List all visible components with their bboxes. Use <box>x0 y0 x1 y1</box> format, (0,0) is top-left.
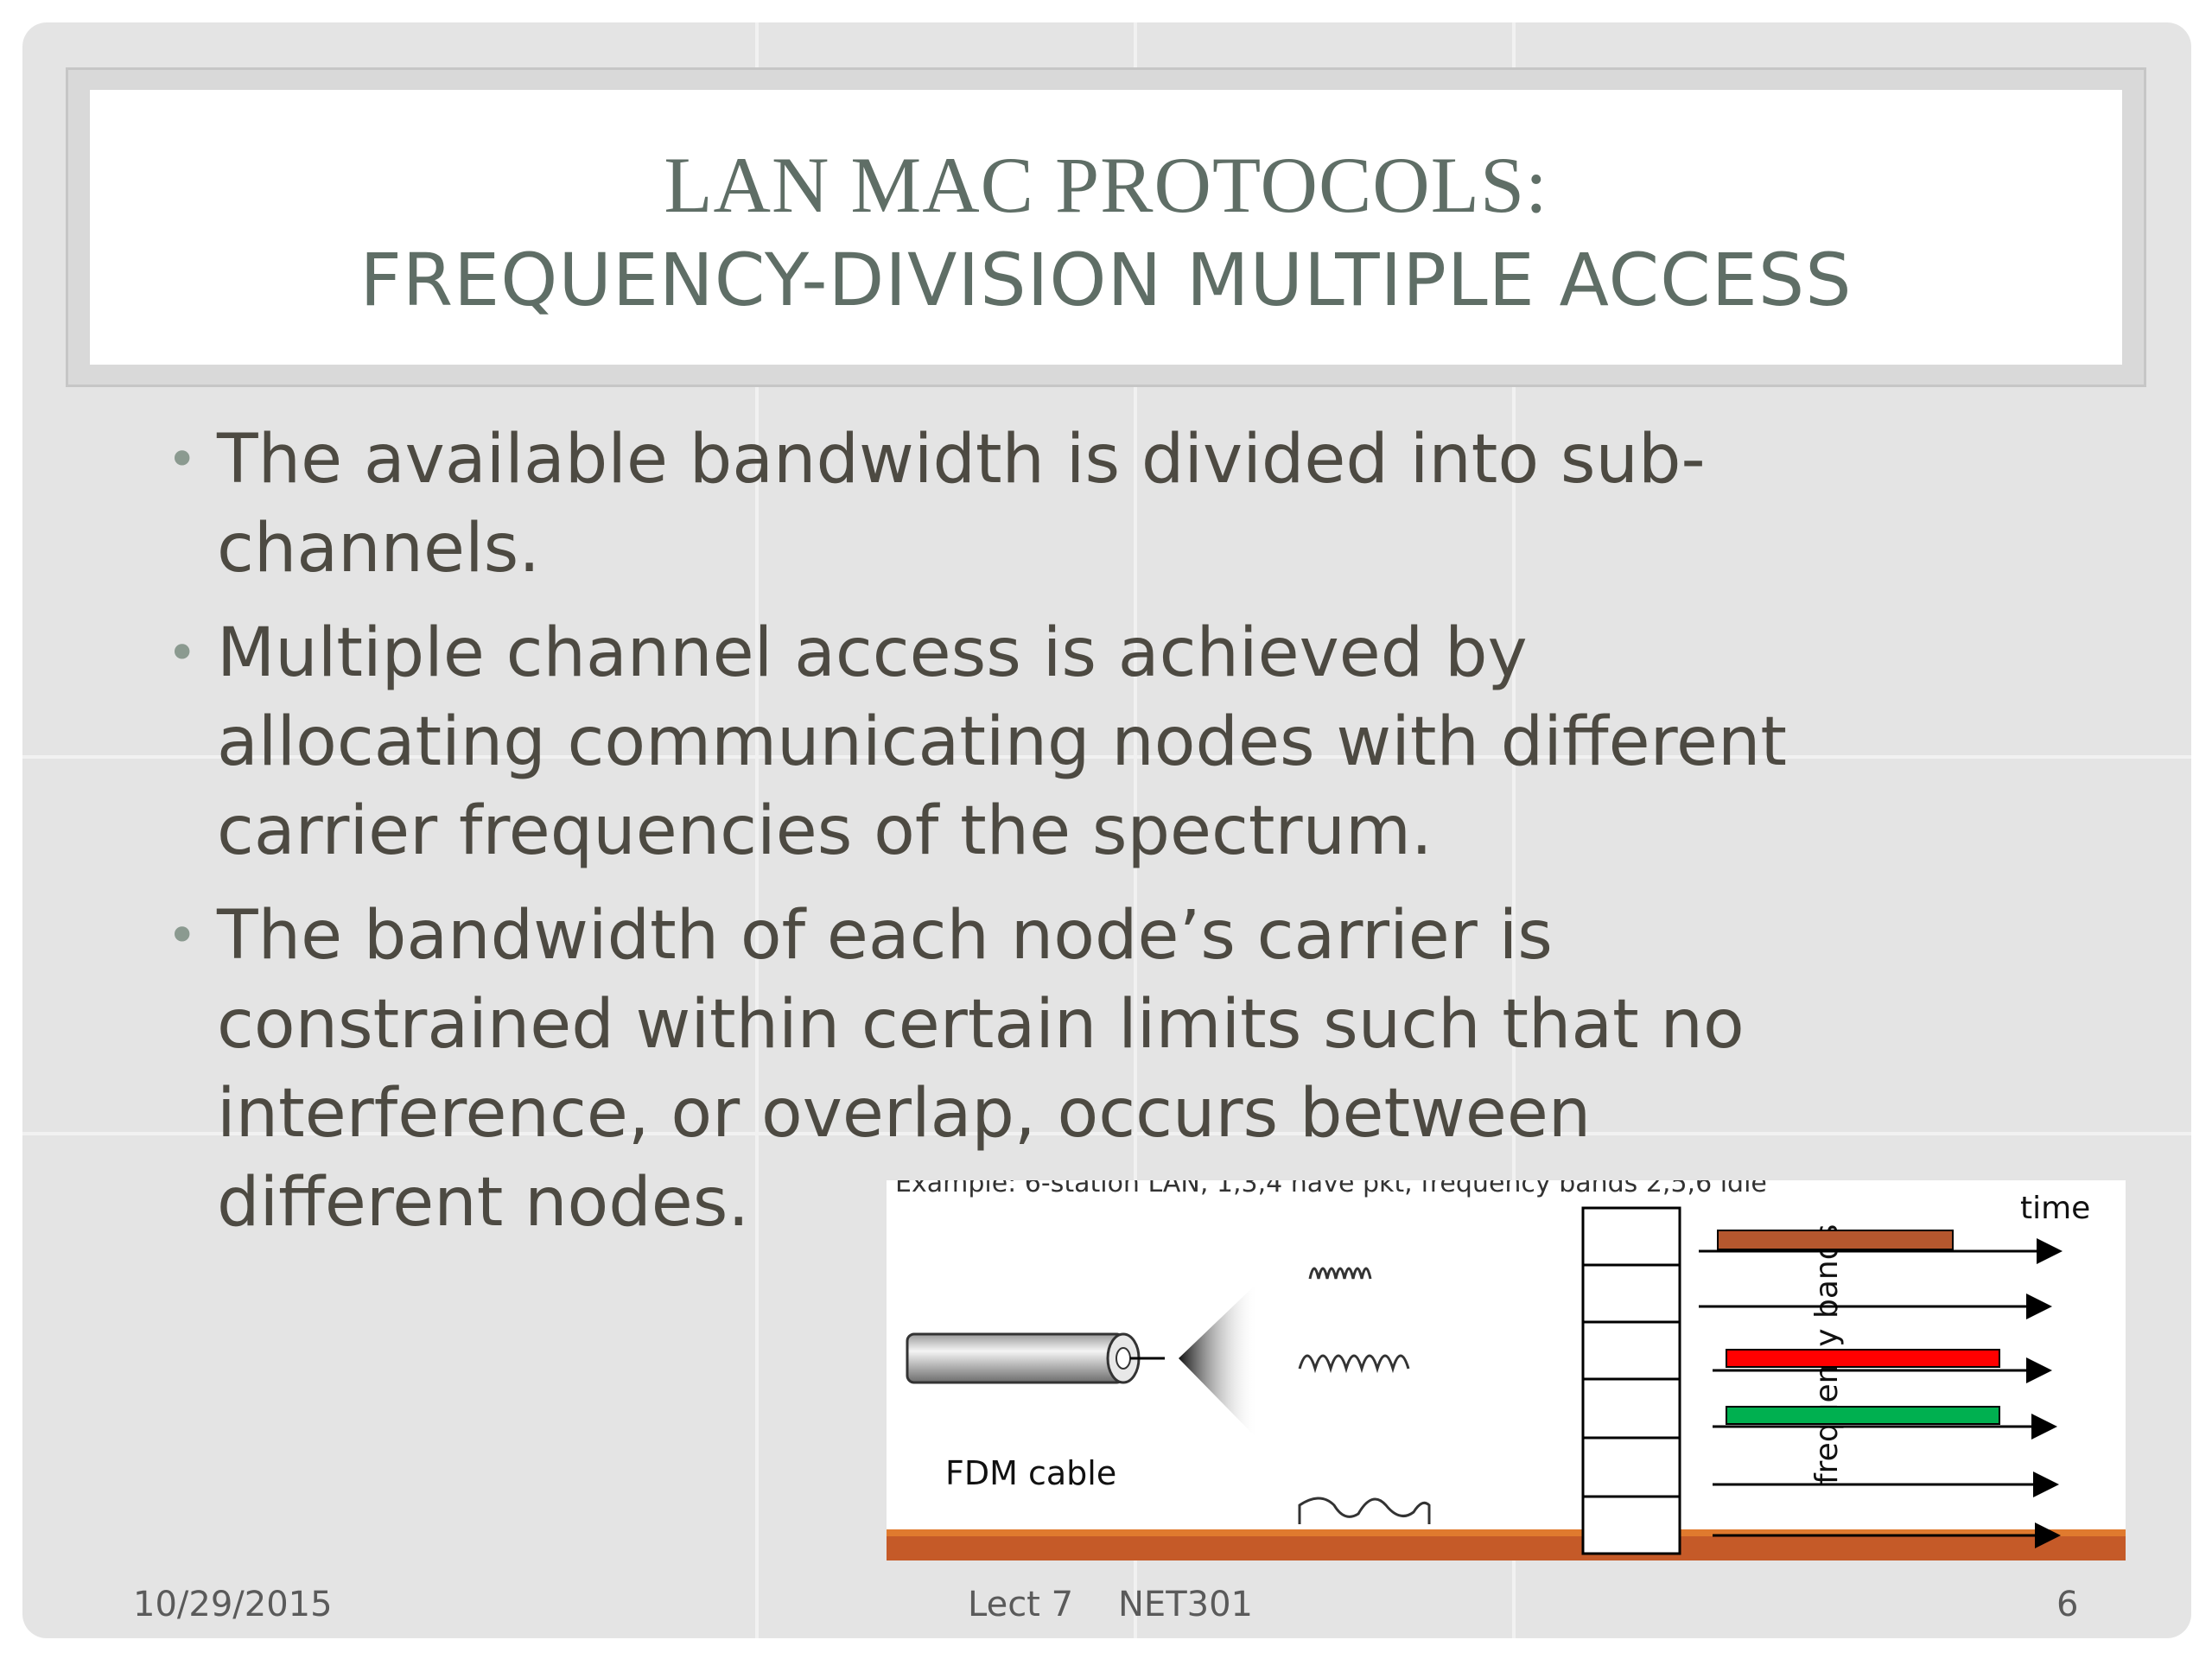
bullet-item: • The bandwidth of each node’s carrier i… <box>167 892 1997 1248</box>
footer-course: NET301 <box>1118 1585 1253 1624</box>
fdm-cable-icon <box>906 1282 1258 1440</box>
grid-line <box>1134 22 1137 1638</box>
bullet-line: channels. <box>217 510 541 588</box>
bullet-line: constrained within certain limits such t… <box>217 986 1745 1064</box>
high-frequency-wave-icon <box>1308 1267 1372 1280</box>
grid-line <box>22 1132 2191 1135</box>
grid-line <box>1512 22 1516 1638</box>
grid-line <box>755 22 759 1638</box>
title-line-2: FREQUENCY-DIVISION MULTIPLE ACCESS <box>359 238 1853 322</box>
band-3-packet <box>1726 1349 2000 1368</box>
figure-caption: Example: 6-station LAN, 1,3,4 have pkt, … <box>895 1180 1767 1198</box>
footer-page-number: 6 <box>2056 1585 2079 1624</box>
frequency-band-stack <box>1581 1206 1681 1555</box>
bullet-marker: • <box>167 906 198 966</box>
fdm-diagram: Example: 6-station LAN, 1,3,4 have pkt, … <box>887 1180 2126 1560</box>
bullet-line: allocating communicating nodes with diff… <box>217 703 1787 781</box>
time-arrows <box>1699 1238 2063 1548</box>
bullet-item: • The available bandwidth is divided int… <box>167 416 1997 594</box>
bullet-item: • Multiple channel access is achieved by… <box>167 609 1997 876</box>
bullet-line: The available bandwidth is divided into … <box>217 421 1706 499</box>
bullet-line: Multiple channel access is achieved by <box>217 614 1528 692</box>
cable-label: FDM cable <box>945 1454 1116 1492</box>
slide: LAN MAC PROTOCOLS: FREQUENCY-DIVISION MU… <box>22 22 2191 1638</box>
bullet-line: different nodes. <box>217 1164 750 1242</box>
bullet-line: interference, or overlap, occurs between <box>217 1075 1592 1153</box>
band-1-packet <box>1717 1230 1954 1250</box>
title-box: LAN MAC PROTOCOLS: FREQUENCY-DIVISION MU… <box>90 90 2122 365</box>
title-line-1: LAN MAC PROTOCOLS: <box>664 141 1548 229</box>
footer-date: 10/29/2015 <box>133 1585 333 1624</box>
grid-line <box>22 755 2191 759</box>
fdm-diagram-svg: FDM cable frequency bands time <box>887 1191 2126 1560</box>
bullet-list: • The available bandwidth is divided int… <box>167 416 1997 1263</box>
time-axis-label: time <box>2020 1191 2090 1226</box>
bullet-line: carrier frequencies of the spectrum. <box>217 792 1433 870</box>
low-frequency-wave-icon <box>1298 1497 1431 1524</box>
mid-frequency-wave-icon <box>1298 1354 1410 1374</box>
footer-lecture: Lect 7 <box>968 1585 1074 1624</box>
bullet-marker: • <box>167 623 198 683</box>
band-4-packet <box>1726 1406 2000 1425</box>
bullet-marker: • <box>167 429 198 490</box>
orange-base-highlight <box>887 1529 2126 1536</box>
bullet-line: The bandwidth of each node’s carrier is <box>217 897 1553 975</box>
